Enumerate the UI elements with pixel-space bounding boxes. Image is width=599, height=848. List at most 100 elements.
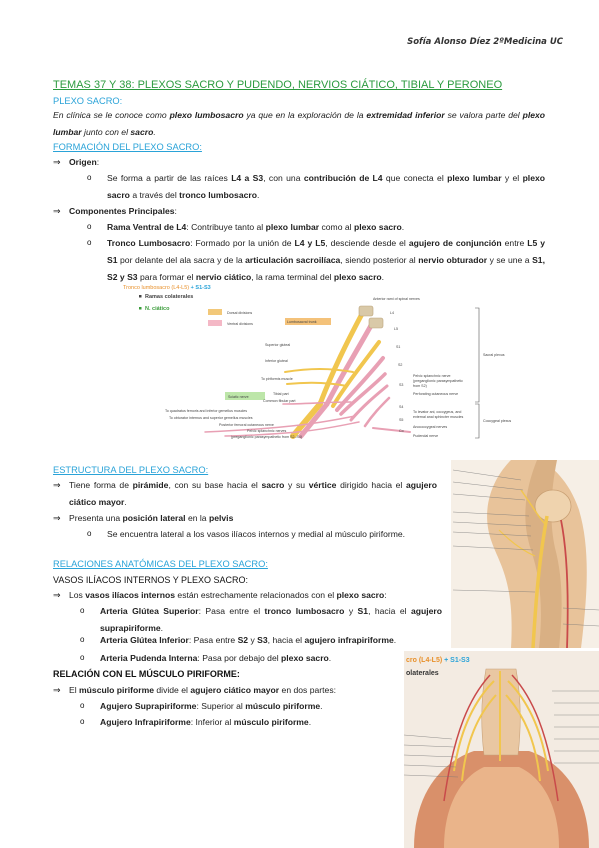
arrow-icon: ⇒ (53, 513, 61, 523)
text: , hacia el (267, 635, 305, 645)
text: por delante del ala sacra y de la (117, 254, 246, 265)
bold-text: Tronco Lumbosacro (107, 238, 191, 248)
bold-text: Arteria Glútea Inferior (100, 635, 189, 645)
gluteal-region-illustration (451, 460, 599, 648)
text: . (401, 222, 405, 232)
bold-text: músculo piriforme (245, 701, 321, 711)
infrapiriforme-item: o Agujero Infrapiriforme: Inferior al mú… (80, 714, 410, 731)
label-left-6: To quadratus femoris and inferior gemell… (165, 409, 247, 413)
legend-ramas: Ramas colaterales (145, 294, 193, 300)
nerve-root-l4 (317, 309, 366, 407)
text: : (96, 157, 100, 167)
artery (560, 519, 569, 648)
inferior-gluteal-branch (286, 381, 348, 387)
text: . (160, 622, 164, 633)
sacral-plexus-label: Sacral plexus (483, 353, 505, 357)
text: , con su base hacia el (168, 480, 262, 490)
text: ya que en la exploración de la (243, 110, 367, 120)
text: se valora parte del (444, 110, 523, 120)
text: : Inferior al (190, 717, 234, 727)
tronco-item: o Tronco Lumbosacro: Formado por la unió… (87, 235, 545, 285)
superior-gluteal-branch (284, 368, 354, 373)
label-right-7: S5 (399, 418, 403, 422)
text: El (69, 685, 80, 695)
bold-text: pirámide (132, 480, 169, 490)
leader-line (404, 764, 457, 768)
nerve (453, 680, 495, 772)
figure3-title-text: cro (L4-L5) (406, 657, 442, 664)
bullet-icon: o (80, 606, 85, 615)
bold-text: agujero infrapiriforme (304, 635, 394, 645)
leader-line (452, 511, 530, 517)
bold-text: plexo sacro (107, 173, 546, 200)
suprapiriforme-text: Agujero Suprapiriforme: Superior al músc… (100, 698, 323, 715)
text: , la rama terminal del (251, 271, 334, 282)
bold-text: S3 (257, 635, 268, 645)
text: : (174, 206, 177, 216)
figure3-plus-text: + S1-S3 (442, 657, 470, 664)
branch-nerve (520, 489, 546, 525)
leader-line (452, 545, 534, 551)
bold-text: tronco lumbosacro (264, 606, 345, 616)
bullet-icon: o (87, 222, 92, 231)
bullet-icon: o (80, 653, 85, 662)
label-left-10: (preganglionic parasympathetic from S2–S… (231, 435, 302, 439)
text: , desciende desde el (325, 238, 409, 248)
lateral-text: Se encuentra lateral a los vasos ilíacos… (107, 529, 406, 539)
bold-text: nervio obturador (418, 254, 488, 265)
leader-line (562, 607, 599, 611)
label-right-8: Co (399, 429, 404, 433)
bold-text: S2 (237, 635, 249, 645)
ventral-swatch (208, 320, 222, 326)
text: . (381, 271, 385, 282)
origen-item: o Se forma a partir de las raíces L4 a S… (87, 170, 545, 204)
leader-line (562, 623, 599, 627)
text: . (328, 653, 332, 663)
label-right-15: Anococcygeal nerves (413, 425, 447, 429)
text: y (248, 635, 258, 645)
suprapiriforme-item: o Agujero Suprapiriforme: Superior al mú… (80, 698, 410, 715)
label-left-3: To piriformis muscle (261, 377, 293, 381)
text: . (153, 126, 156, 137)
piriforme-text: El músculo piriforme divide el agujero c… (69, 682, 336, 699)
label-left-1: Superior gluteal (265, 343, 290, 347)
text: y se une a (487, 254, 533, 265)
glutea-superior-text: Arteria Glútea Superior: Pasa entre el t… (100, 603, 442, 637)
bold-text: Rama Ventral de L4 (107, 222, 187, 232)
leader-line (452, 531, 532, 537)
bold-text: Componentes Principales (69, 206, 175, 216)
label-right-16: Pudendal nerve (413, 434, 438, 438)
posterior-pelvis-svg: cro (L4-L5) + S1-S3 olaterales (404, 651, 599, 848)
label-right-2: L5 (394, 327, 398, 331)
bold-text: contribución de L4 (303, 173, 383, 183)
label-right-0: Anterior rami of spinal nerves (373, 297, 420, 301)
text: divide el (154, 685, 191, 695)
bold-text: vasos ilíacos internos (85, 590, 176, 600)
origen-text: Se forma a partir de las raíces L4 a S3,… (107, 170, 545, 204)
heading-vasos: VASOS ILÍACOS INTERNOS Y PLEXO SACRO: (53, 575, 249, 585)
text: junto con el (81, 126, 131, 137)
bold-text: L5 y S1 (107, 238, 545, 265)
label-left-0: Lumbosacral trunk (287, 320, 317, 324)
dorsal-swatch (208, 309, 222, 315)
bold-text: plexo lumbar (53, 110, 546, 137)
bold-text: sacro (130, 126, 154, 137)
label-right-5: S3 (399, 383, 403, 387)
bold-text: articulación sacroilíaca (245, 254, 341, 265)
text: Se forma a partir de las raíces (107, 173, 232, 183)
sciatic-nerve (290, 401, 323, 439)
bold-text: sacro (261, 480, 285, 490)
coccygeal-plexus-label: Coccygeal plexus (483, 419, 511, 423)
nerve (507, 680, 549, 772)
text: . (256, 189, 260, 200)
bold-text: plexo sacro (353, 222, 402, 232)
bold-text: S1 (357, 606, 369, 616)
legend-tronco: Tronco lumbosacro (L4-L5) + S1-S3 (123, 285, 211, 291)
text: : Pasa entre (188, 635, 238, 645)
bold-text: vértice (308, 480, 337, 490)
heading-plexo-sacro: PLEXO SACRO: (53, 96, 123, 106)
bullet-icon: o (80, 717, 85, 726)
pelvic-arteries (443, 674, 559, 802)
text: . (308, 717, 312, 727)
bold-text: Agujero Suprapiriforme (100, 701, 197, 711)
